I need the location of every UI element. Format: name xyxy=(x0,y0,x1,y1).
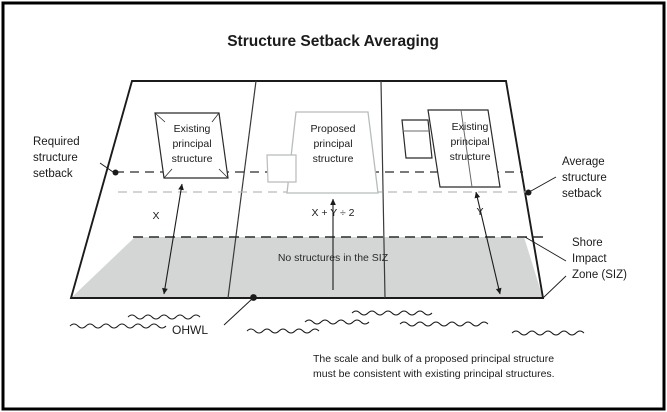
wave-5 xyxy=(351,310,433,316)
siz-leader-top xyxy=(524,236,567,262)
structure-label-line2: principal xyxy=(172,138,211,150)
required-setback-line1: Required xyxy=(33,136,80,148)
caption-line-1: The scale and bulk of a proposed princip… xyxy=(313,353,554,365)
shore-impact-zone-fill xyxy=(71,237,543,298)
structure-label-line3: structure xyxy=(172,153,213,165)
average-setback-line3: setback xyxy=(562,188,602,200)
structure-label-line3: structure xyxy=(313,153,354,165)
wave-4 xyxy=(304,319,370,325)
ohwl-label: OHWL xyxy=(172,323,208,337)
structure-label-line3: structure xyxy=(450,151,491,163)
dimension-arrow-x: X xyxy=(152,183,184,295)
structure-existing-right: Existing principal structure xyxy=(401,109,501,188)
siz-leader-bottom xyxy=(542,275,567,299)
wave-3 xyxy=(246,328,320,334)
dimension-label-y: Y xyxy=(476,206,483,218)
dimension-arrow-average: X + Y ÷ 2 xyxy=(311,198,355,290)
dimension-label-x: X xyxy=(152,210,159,222)
annotation-required-setback: Required structure setback xyxy=(33,136,119,180)
wave-7 xyxy=(511,330,585,336)
siz-line3: Zone (SIZ) xyxy=(572,269,627,281)
wave-1 xyxy=(69,323,167,329)
lot-divider-right xyxy=(380,80,386,299)
annotation-average-setback: Average structure setback xyxy=(525,156,607,200)
siz-line1: Shore xyxy=(572,237,603,249)
dimension-arrow-y: Y xyxy=(474,191,502,295)
required-setback-point xyxy=(112,169,119,176)
average-setback-point xyxy=(525,189,532,196)
structure-existing-left: Existing principal structure xyxy=(154,112,229,179)
structure-label-line2: principal xyxy=(313,138,352,150)
structure-label-line1: Existing xyxy=(452,121,489,133)
page-title: Structure Setback Averaging xyxy=(227,33,439,50)
dimension-label-average: X + Y ÷ 2 xyxy=(311,207,354,219)
structure-label-line2: principal xyxy=(450,136,489,148)
structure-proposed-middle: Proposed principal structure xyxy=(266,111,379,194)
required-setback-line3: setback xyxy=(33,168,73,180)
lot-divider-left xyxy=(227,80,257,299)
caption-line-2: must be consistent with existing princip… xyxy=(313,368,555,380)
structure-label-line1: Existing xyxy=(174,123,211,135)
siz-note: No structures in the SIZ xyxy=(278,252,389,264)
structure-label-line1: Proposed xyxy=(311,123,356,135)
average-setback-leader xyxy=(530,176,557,192)
figure-caption: The scale and bulk of a proposed princip… xyxy=(313,353,555,380)
ohwl-leader xyxy=(223,298,253,326)
water-waves xyxy=(69,310,585,336)
required-setback-leader xyxy=(99,162,114,173)
average-setback-line1: Average xyxy=(562,156,605,168)
required-setback-line2: structure xyxy=(33,152,78,164)
wave-6 xyxy=(399,321,489,327)
average-setback-line2: structure xyxy=(562,172,607,184)
annotation-shore-impact-zone: Shore Impact Zone (SIZ) xyxy=(524,236,627,299)
siz-line2: Impact xyxy=(572,253,607,265)
annotation-ohwl: OHWL xyxy=(172,294,257,337)
wave-2 xyxy=(127,314,201,320)
